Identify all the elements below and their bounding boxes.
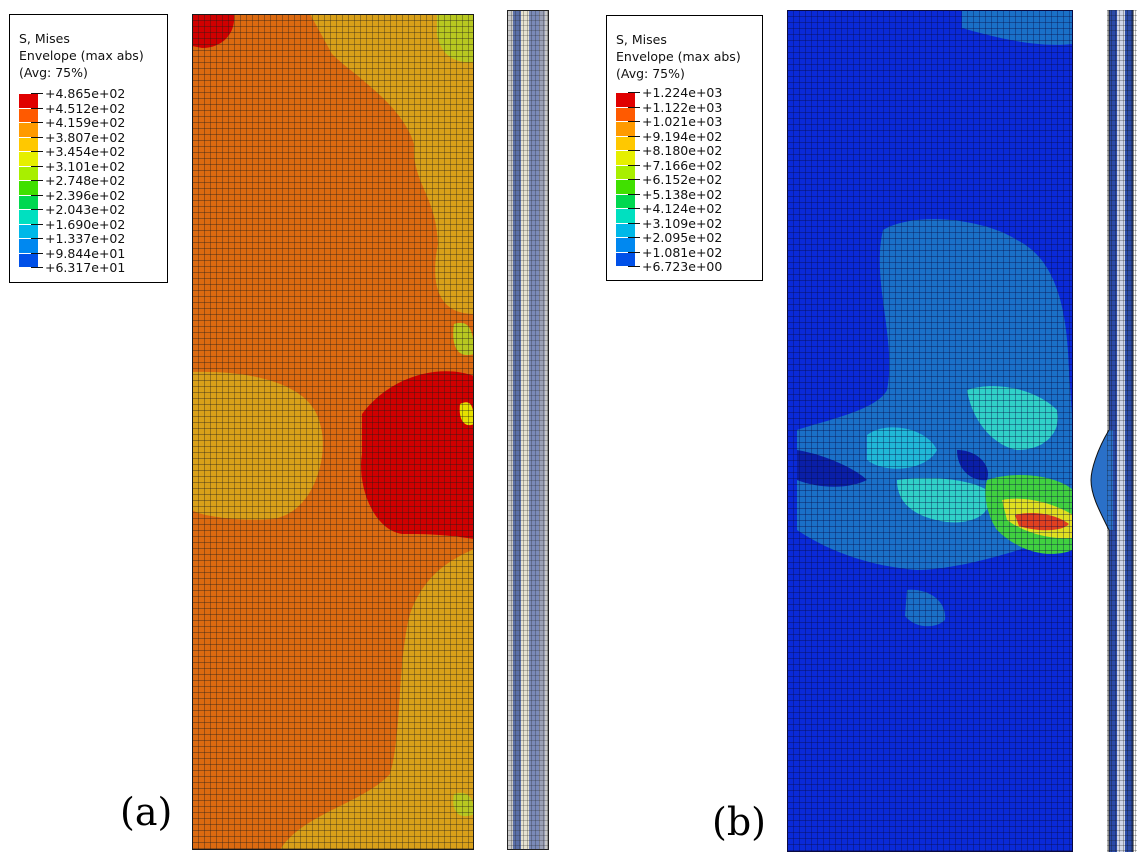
legend-a-avg: (Avg: 75%) — [19, 65, 88, 80]
legend-a-title: S, Mises — [19, 31, 70, 46]
legend-value: +4.124e+02 — [642, 201, 723, 216]
legend-value: +1.224e+03 — [642, 85, 723, 100]
side-view-b — [1090, 10, 1137, 852]
legend-value: +4.865e+02 — [45, 86, 126, 101]
legend-swatch — [616, 107, 635, 121]
panel-label-b: (b) — [712, 800, 766, 844]
legend-value: +3.101e+02 — [45, 158, 126, 174]
legend-swatch — [616, 93, 635, 107]
legend-swatch — [19, 152, 38, 166]
legend-tick — [628, 237, 640, 238]
contour-plot-b — [787, 10, 1073, 852]
legend-b-avg: (Avg: 75%) — [616, 66, 685, 81]
legend-tick — [31, 267, 43, 268]
legend-swatch — [19, 195, 38, 209]
legend-value: +3.454e+02 — [45, 144, 126, 159]
legend-value: +2.095e+02 — [642, 230, 723, 245]
legend-value: +1.081e+02 — [642, 244, 723, 260]
legend-tick — [628, 92, 640, 93]
legend-tick — [628, 135, 640, 137]
legend-value: +4.159e+02 — [45, 115, 126, 130]
legend-value: +2.396e+02 — [45, 187, 126, 203]
legend-swatch — [616, 238, 635, 252]
legend-swatch — [19, 181, 38, 195]
legend-value: +4.512e+02 — [45, 100, 126, 116]
legend-swatch — [616, 252, 635, 266]
legend-tick — [628, 266, 640, 267]
legend-tick — [31, 209, 43, 210]
legend-value: +5.138e+02 — [642, 186, 723, 202]
legend-swatch — [616, 165, 635, 179]
legend-tick — [628, 179, 640, 180]
legend-tick — [31, 107, 43, 109]
side-view-a — [507, 10, 549, 850]
panel-label-a: (a) — [120, 790, 173, 834]
legend-tick — [628, 208, 640, 209]
legend-tick — [628, 164, 640, 166]
legend-value: +1.690e+02 — [45, 216, 126, 232]
legend-tick — [31, 93, 43, 94]
mesh-grid — [192, 14, 474, 850]
legend-value: +6.723e+00 — [642, 259, 723, 274]
contour-plot-a — [192, 14, 474, 850]
legend-a-scale: +4.865e+02+4.512e+02+4.159e+02+3.807e+02… — [19, 87, 169, 283]
legend-b: S, Mises Envelope (max abs) (Avg: 75%) +… — [606, 15, 763, 281]
legend-b-subtitle: Envelope (max abs) — [616, 49, 741, 64]
legend-tick — [628, 193, 640, 195]
legend-tick — [31, 165, 43, 167]
legend-swatch — [19, 210, 38, 224]
legend-value: +2.043e+02 — [45, 202, 126, 217]
legend-value: +8.180e+02 — [642, 143, 723, 158]
legend-swatch — [19, 108, 38, 122]
legend-b-title: S, Mises — [616, 32, 667, 47]
legend-tick — [31, 223, 43, 225]
legend-value: +9.844e+01 — [45, 245, 126, 261]
legend-swatch — [616, 136, 635, 150]
legend-value: +6.152e+02 — [642, 172, 723, 187]
legend-tick — [31, 180, 43, 181]
legend-swatch — [616, 122, 635, 136]
legend-swatch — [616, 180, 635, 194]
legend-tick — [31, 238, 43, 239]
legend-value: +1.337e+02 — [45, 231, 126, 246]
legend-tick — [628, 150, 640, 151]
legend-tick — [31, 136, 43, 138]
legend-value: +3.807e+02 — [45, 129, 126, 145]
mesh-grid-b — [787, 10, 1073, 852]
legend-tick — [31, 252, 43, 254]
legend-tick — [31, 122, 43, 123]
legend-tick — [628, 222, 640, 224]
legend-value: +1.021e+03 — [642, 114, 723, 129]
legend-tick — [628, 106, 640, 108]
legend-value: +1.122e+03 — [642, 99, 723, 115]
legend-tick — [31, 151, 43, 152]
legend-value: +6.317e+01 — [45, 260, 126, 275]
legend-tick — [31, 194, 43, 196]
legend-swatch — [616, 151, 635, 165]
legend-swatch — [616, 209, 635, 223]
legend-value: +2.748e+02 — [45, 173, 126, 188]
legend-swatch — [19, 253, 38, 267]
legend-swatch — [19, 137, 38, 151]
legend-tick — [628, 251, 640, 253]
legend-swatch — [616, 223, 635, 237]
legend-value: +3.109e+02 — [642, 215, 723, 231]
legend-tick — [628, 121, 640, 122]
legend-swatch — [616, 194, 635, 208]
legend-swatch — [19, 94, 38, 108]
legend-b-scale: +1.224e+03+1.122e+03+1.021e+03+9.194e+02… — [616, 86, 764, 282]
legend-swatch — [19, 224, 38, 238]
legend-swatch — [19, 239, 38, 253]
legend-swatch — [19, 123, 38, 137]
legend-a-subtitle: Envelope (max abs) — [19, 48, 144, 63]
legend-value: +9.194e+02 — [642, 128, 723, 144]
legend-value: +7.166e+02 — [642, 157, 723, 173]
legend-a: S, Mises Envelope (max abs) (Avg: 75%) +… — [9, 14, 168, 283]
legend-swatch — [19, 166, 38, 180]
